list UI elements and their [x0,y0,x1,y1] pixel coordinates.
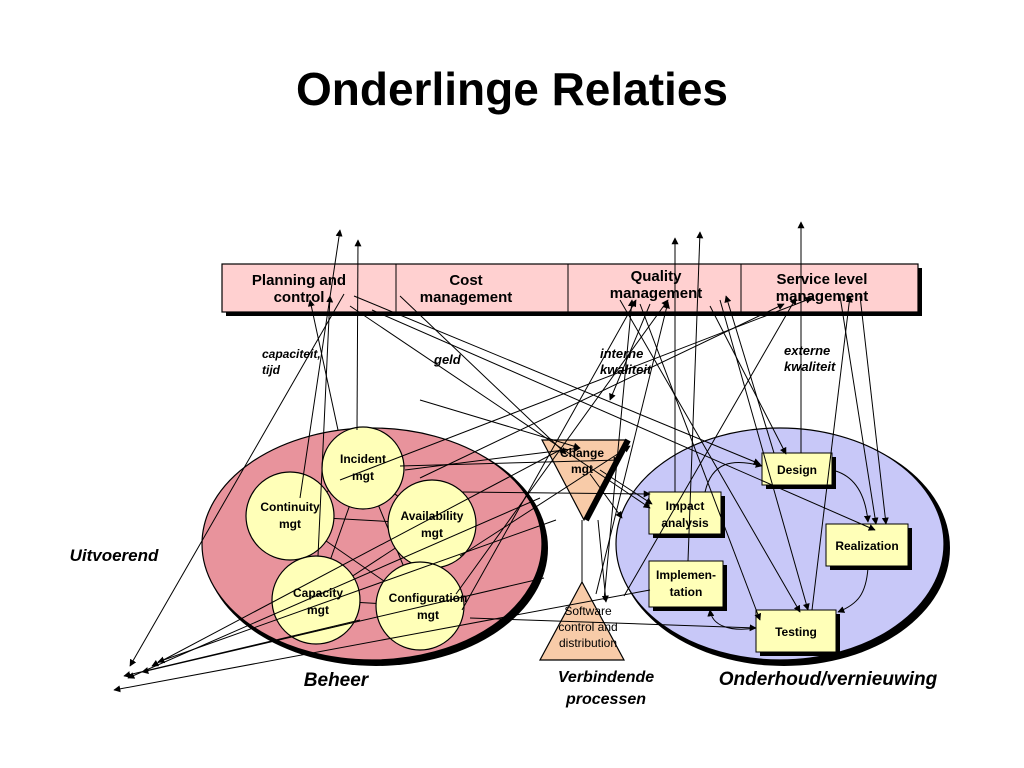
external-quality-label-line2: kwaliteit [784,359,836,374]
uitvoerend-label: Uitvoerend [70,546,159,565]
change-triangle-bar [583,438,631,522]
realization-box [825,523,909,567]
money-label: geld [433,352,462,367]
onderhoud-label: Onderhoud/vernieuwing [719,669,938,690]
implementation-label-line2: tation [670,585,703,599]
incident-label-line1: Incident [340,452,386,466]
top-box-4-line1: Service level [777,271,868,288]
availability-label-line2: mgt [421,526,443,540]
onderhoud-nodes [648,452,912,656]
capacity-time-label-line1: capaciteit, [262,347,321,361]
top-box-4-line2: management [776,288,869,305]
top-box-3-line1: Quality [631,268,683,285]
impact-box [648,491,722,535]
capacity-time-label-line2: tijd [262,363,281,377]
configuration-label-line1: Configuration [389,591,468,605]
change-label-line2: mgt [571,462,593,476]
change-label-line1: Change [560,446,604,460]
design-box [761,452,833,486]
configuration-label-line2: mgt [417,608,439,622]
software-label-line3: distribution [559,636,617,650]
verbindende-label-line2: processen [565,691,646,708]
capacity-label-line2: mgt [307,603,329,617]
capacity-label-line1: Capacity [293,586,343,600]
capacity-node [271,555,361,645]
top-box-1-line2: control [274,289,325,306]
testing-box [755,609,837,653]
continuity-node [245,471,335,561]
availability-label-line1: Availability [401,509,464,523]
verbindende-label-line1: Verbindende [558,669,654,686]
design-label: Design [777,463,817,477]
continuity-label-line1: Continuity [260,500,320,514]
realization-label: Realization [835,539,898,553]
incident-label-line2: mgt [352,469,374,483]
implementation-box [648,560,724,608]
testing-label: Testing [775,625,817,639]
top-box-1-line1: Planning and [252,272,346,289]
beheer-nodes [245,426,477,651]
impact-label-line2: analysis [661,516,709,530]
internal-quality-label-line2: kwaliteit [600,362,652,377]
software-label-line2: control and [558,620,617,634]
beheer-label: Beheer [304,670,370,691]
top-box-3-line2: management [610,285,703,302]
impact-label-line1: Impact [666,499,705,513]
internal-quality-label-line1: interne [600,346,643,361]
software-label-line1: Software [564,604,612,618]
top-box-2-line1: Cost [449,272,482,289]
relation-arrows [113,221,889,693]
page-title: Onderlinge Relaties [295,63,728,115]
implementation-label-line1: Implemen- [656,568,716,582]
continuity-label-line2: mgt [279,517,301,531]
management-band [221,263,922,316]
external-quality-label-line1: externe [784,343,830,358]
top-box-2-line2: management [420,289,513,306]
